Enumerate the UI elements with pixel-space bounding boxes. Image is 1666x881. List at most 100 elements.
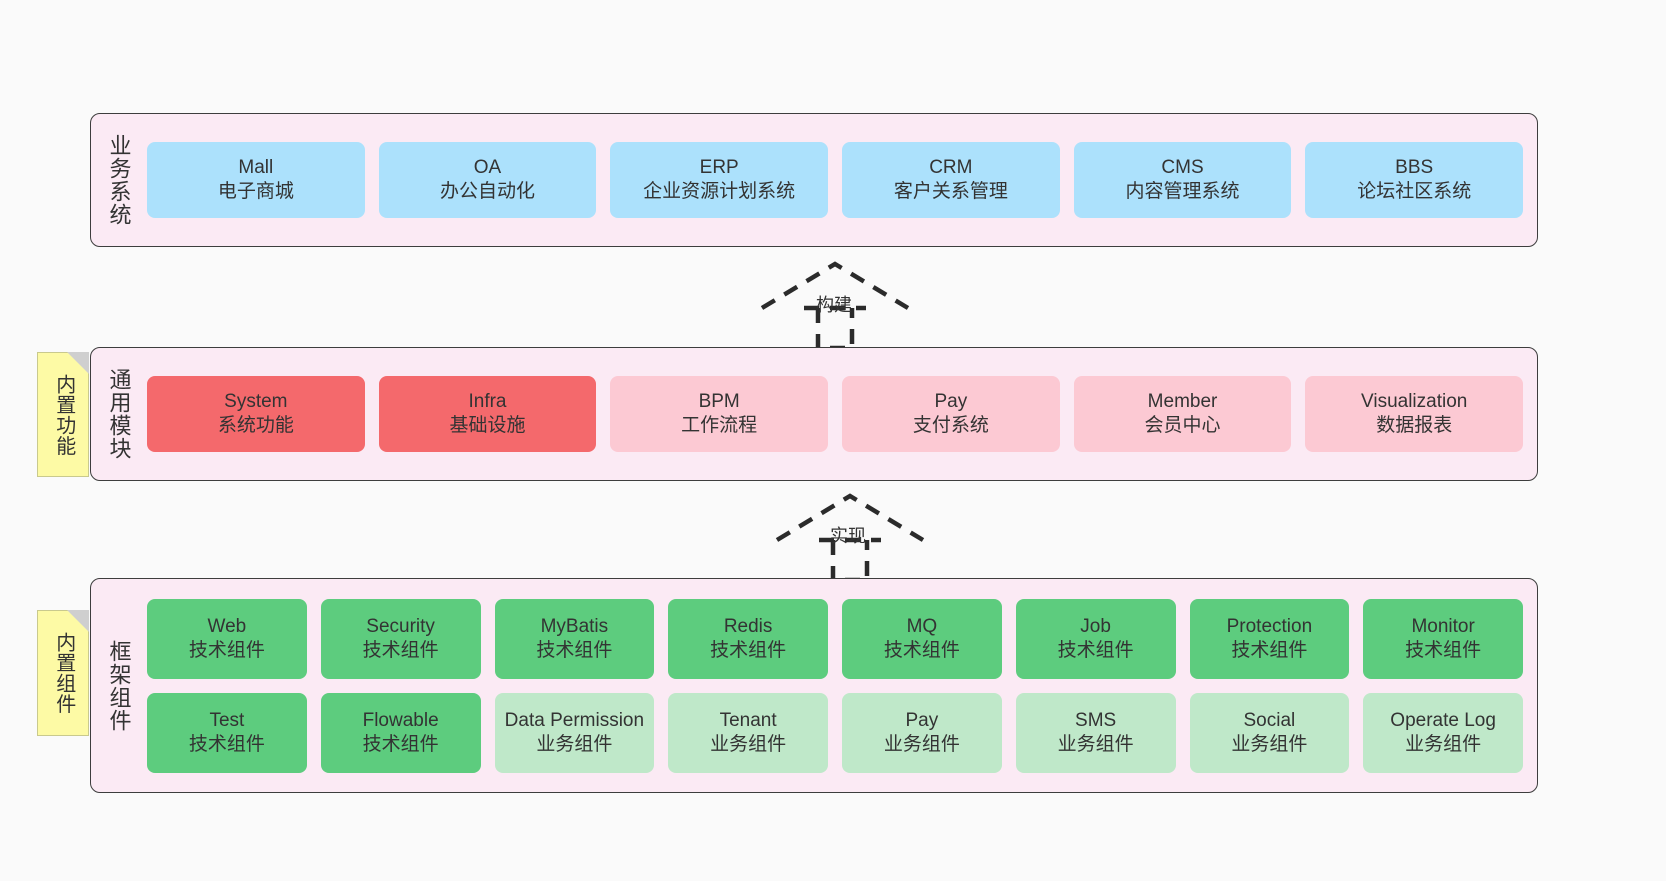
layer-body-business: Mall 电子商城 OA 办公自动化 ERP 企业资源计划系统 CRM 客户关系… [147,114,1537,246]
node-title: BPM [698,391,740,413]
node-subtitle: 技术组件 [883,639,960,661]
node-title: Security [366,615,435,637]
node-title: Infra [468,391,507,413]
node-title: Monitor [1411,615,1475,637]
node-pay-module[interactable]: Pay 支付系统 [842,376,1060,452]
layer-caption-framework: 框架组件 [106,639,132,732]
node-title: CMS [1161,157,1204,179]
node-title: Job [1080,615,1111,637]
node-subtitle: 业务组件 [1231,733,1308,755]
node-title: OA [473,157,502,179]
node-title: ERP [699,157,739,179]
node-oa[interactable]: OA 办公自动化 [378,142,597,218]
node-monitor[interactable]: Monitor 技术组件 [1363,598,1523,679]
node-subtitle: 技术组件 [188,639,265,661]
layer-business-system: 业务系统 Mall 电子商城 OA 办公自动化 ERP 企业资源计划系统 CRM… [90,113,1538,247]
node-crm[interactable]: CRM 客户关系管理 [842,142,1060,218]
node-subtitle: 技术组件 [362,733,439,755]
node-title: MQ [906,615,938,637]
node-subtitle: 技术组件 [710,639,787,661]
layer-common-module: 通用模块 System 系统功能 Infra 基础设施 BPM 工作流程 Pay… [90,347,1538,481]
connector-build-label: 构建 [816,295,852,315]
connector-implement-label: 实现 [830,526,866,546]
node-title: System [224,391,288,413]
sticky-note-text: 内置功能 [52,373,75,456]
node-subtitle: 技术组件 [1057,639,1134,661]
layer-caption-common: 通用模块 [106,368,132,460]
node-title: CRM [929,157,973,179]
node-bbs[interactable]: BBS 论坛社区系统 [1305,142,1524,218]
node-row: Test 技术组件 Flowable 技术组件 Data Permission … [147,692,1523,773]
sticky-note-builtin-component: 内置组件 [37,610,89,736]
node-subtitle: 论坛社区系统 [1357,181,1472,202]
node-title: Protection [1226,615,1313,637]
node-cms[interactable]: CMS 内容管理系统 [1073,142,1292,218]
node-title: Flowable [362,709,439,731]
node-title: BBS [1395,157,1434,179]
node-title: Visualization [1361,391,1468,413]
node-system[interactable]: System 系统功能 [147,376,365,452]
node-sms[interactable]: SMS 业务组件 [1015,692,1176,773]
sticky-note-builtin-function: 内置功能 [37,352,89,477]
node-row: Mall 电子商城 OA 办公自动化 ERP 企业资源计划系统 CRM 客户关系… [147,142,1524,218]
node-pay-component[interactable]: Pay 业务组件 [842,692,1002,773]
node-mall[interactable]: Mall 电子商城 [147,142,365,218]
node-subtitle: 业务组件 [536,733,613,755]
node-subtitle: 办公自动化 [440,181,536,202]
node-subtitle: 企业资源计划系统 [643,181,796,202]
node-mybatis[interactable]: MyBatis 技术组件 [494,598,655,679]
node-title: Redis [723,615,773,637]
node-data-permission[interactable]: Data Permission 业务组件 [494,692,655,773]
node-row: System 系统功能 Infra 基础设施 BPM 工作流程 Pay 支付系统… [147,376,1524,452]
node-tenant[interactable]: Tenant 业务组件 [668,692,828,773]
node-subtitle: 电子商城 [217,181,294,202]
node-protection[interactable]: Protection 技术组件 [1189,598,1350,679]
node-subtitle: 系统功能 [217,415,294,436]
node-title: Pay [905,709,939,731]
node-subtitle: 支付系统 [912,415,989,436]
node-title: Mall [238,157,274,179]
node-subtitle: 业务组件 [1057,733,1134,755]
node-subtitle: 业务组件 [1405,733,1482,755]
node-title: SMS [1075,709,1117,731]
node-subtitle: 技术组件 [536,639,613,661]
node-subtitle: 工作流程 [681,415,758,436]
node-security[interactable]: Security 技术组件 [320,598,481,679]
node-erp[interactable]: ERP 企业资源计划系统 [610,142,829,218]
layer-framework-component: 框架组件 Web 技术组件 Security 技术组件 MyBatis 技术组件… [90,578,1538,793]
node-subtitle: 技术组件 [188,733,265,755]
node-subtitle: 内容管理系统 [1125,181,1240,202]
layer-body-common: System 系统功能 Infra 基础设施 BPM 工作流程 Pay 支付系统… [147,348,1537,480]
node-operate-log[interactable]: Operate Log 业务组件 [1363,692,1523,773]
node-bpm[interactable]: BPM 工作流程 [610,376,829,452]
node-member[interactable]: Member 会员中心 [1073,376,1292,452]
node-social[interactable]: Social 业务组件 [1189,692,1350,773]
node-title: Tenant [719,709,777,731]
node-subtitle: 客户关系管理 [893,181,1008,202]
node-title: MyBatis [540,615,609,637]
node-subtitle: 技术组件 [1231,639,1308,661]
node-job[interactable]: Job 技术组件 [1015,598,1176,679]
sticky-note-text: 内置组件 [52,632,75,714]
node-visualization[interactable]: Visualization 数据报表 [1305,376,1524,452]
node-row: Web 技术组件 Security 技术组件 MyBatis 技术组件 Redi… [147,598,1523,679]
node-subtitle: 技术组件 [1405,639,1482,661]
node-title: Test [209,709,245,731]
node-subtitle: 技术组件 [362,639,439,661]
layer-body-framework: Web 技术组件 Security 技术组件 MyBatis 技术组件 Redi… [147,579,1537,792]
node-mq[interactable]: MQ 技术组件 [842,598,1002,679]
node-title: Member [1147,391,1218,413]
node-flowable[interactable]: Flowable 技术组件 [320,692,481,773]
node-infra[interactable]: Infra 基础设施 [378,376,597,452]
node-web[interactable]: Web 技术组件 [147,598,307,679]
node-subtitle: 数据报表 [1376,415,1453,436]
node-redis[interactable]: Redis 技术组件 [668,598,828,679]
layer-caption-business: 业务系统 [106,134,132,226]
node-test[interactable]: Test 技术组件 [147,692,307,773]
node-title: Web [207,615,247,637]
node-subtitle: 基础设施 [449,415,526,436]
node-subtitle: 业务组件 [710,733,787,755]
node-title: Social [1243,709,1296,731]
node-subtitle: 业务组件 [883,733,960,755]
node-subtitle: 会员中心 [1144,415,1221,436]
